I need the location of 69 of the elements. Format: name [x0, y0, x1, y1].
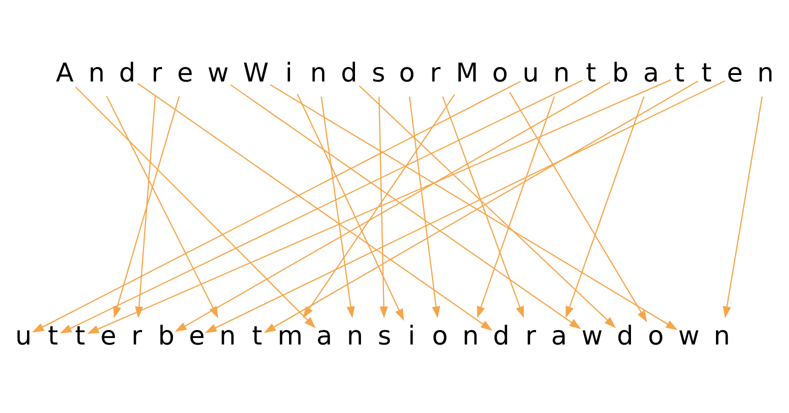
node-text: n — [462, 322, 479, 352]
node-text: d — [119, 58, 136, 89]
arrow — [134, 96, 156, 318]
arrow — [477, 96, 555, 318]
node-text: t — [75, 322, 86, 352]
node-text: t — [674, 58, 684, 89]
arrow — [32, 80, 521, 332]
node-text: e — [100, 322, 116, 352]
node-text: r — [430, 58, 441, 89]
arrow — [296, 94, 404, 321]
node-text: s — [378, 322, 392, 352]
node-text: m — [277, 322, 303, 352]
node-text: t — [252, 322, 262, 352]
node-text: b — [612, 58, 629, 89]
node-text: A — [56, 58, 74, 89]
arrow — [230, 84, 582, 330]
node-text: t — [701, 58, 712, 89]
node-text: o — [492, 58, 508, 89]
node-text: o — [648, 322, 664, 352]
node-text: n — [757, 58, 774, 89]
node-text: t — [48, 322, 58, 352]
node-text: u — [15, 322, 32, 352]
arrow — [378, 96, 388, 318]
node-text: o — [398, 58, 415, 89]
node-text: M — [456, 58, 478, 89]
node-text: a — [551, 322, 568, 352]
node-text: e — [726, 58, 743, 89]
node-text: a — [316, 322, 332, 352]
node-text: n — [714, 322, 730, 352]
arrow — [204, 80, 726, 333]
node-text: d — [340, 58, 358, 89]
arrow — [302, 94, 456, 318]
node-text: u — [522, 58, 539, 89]
node-text: w — [582, 322, 603, 352]
node-text: s — [372, 58, 386, 89]
node-text: n — [553, 58, 570, 89]
arrow — [113, 96, 180, 318]
arrow — [509, 92, 648, 322]
arrow — [137, 82, 493, 331]
arrow — [174, 82, 610, 332]
node-text: o — [432, 322, 448, 352]
node-text: r — [131, 322, 142, 352]
arrow — [358, 85, 616, 328]
arrow — [722, 96, 763, 318]
node-text: e — [177, 58, 194, 89]
arrow — [75, 86, 316, 328]
node-text: b — [158, 322, 174, 352]
node-text: w — [208, 58, 229, 89]
arrow — [60, 80, 583, 334]
arrow — [87, 79, 672, 334]
node-text: r — [151, 58, 162, 89]
node-text: a — [643, 58, 660, 89]
arrow — [442, 96, 524, 318]
node-text: e — [188, 322, 205, 352]
arrow — [408, 96, 440, 318]
node-text: i — [408, 322, 416, 352]
node-text: w — [678, 322, 700, 352]
node-text: i — [285, 58, 293, 89]
node-text: n — [88, 58, 105, 89]
arrow — [320, 96, 355, 318]
node-text: n — [310, 58, 327, 89]
node-text: t — [586, 58, 596, 89]
node-text: d — [616, 322, 634, 352]
node-text: d — [493, 322, 510, 352]
node-text: W — [243, 58, 269, 89]
node-text: r — [525, 322, 536, 352]
arrow — [566, 96, 644, 318]
node-text: n — [219, 322, 236, 352]
node-text: n — [346, 322, 364, 352]
